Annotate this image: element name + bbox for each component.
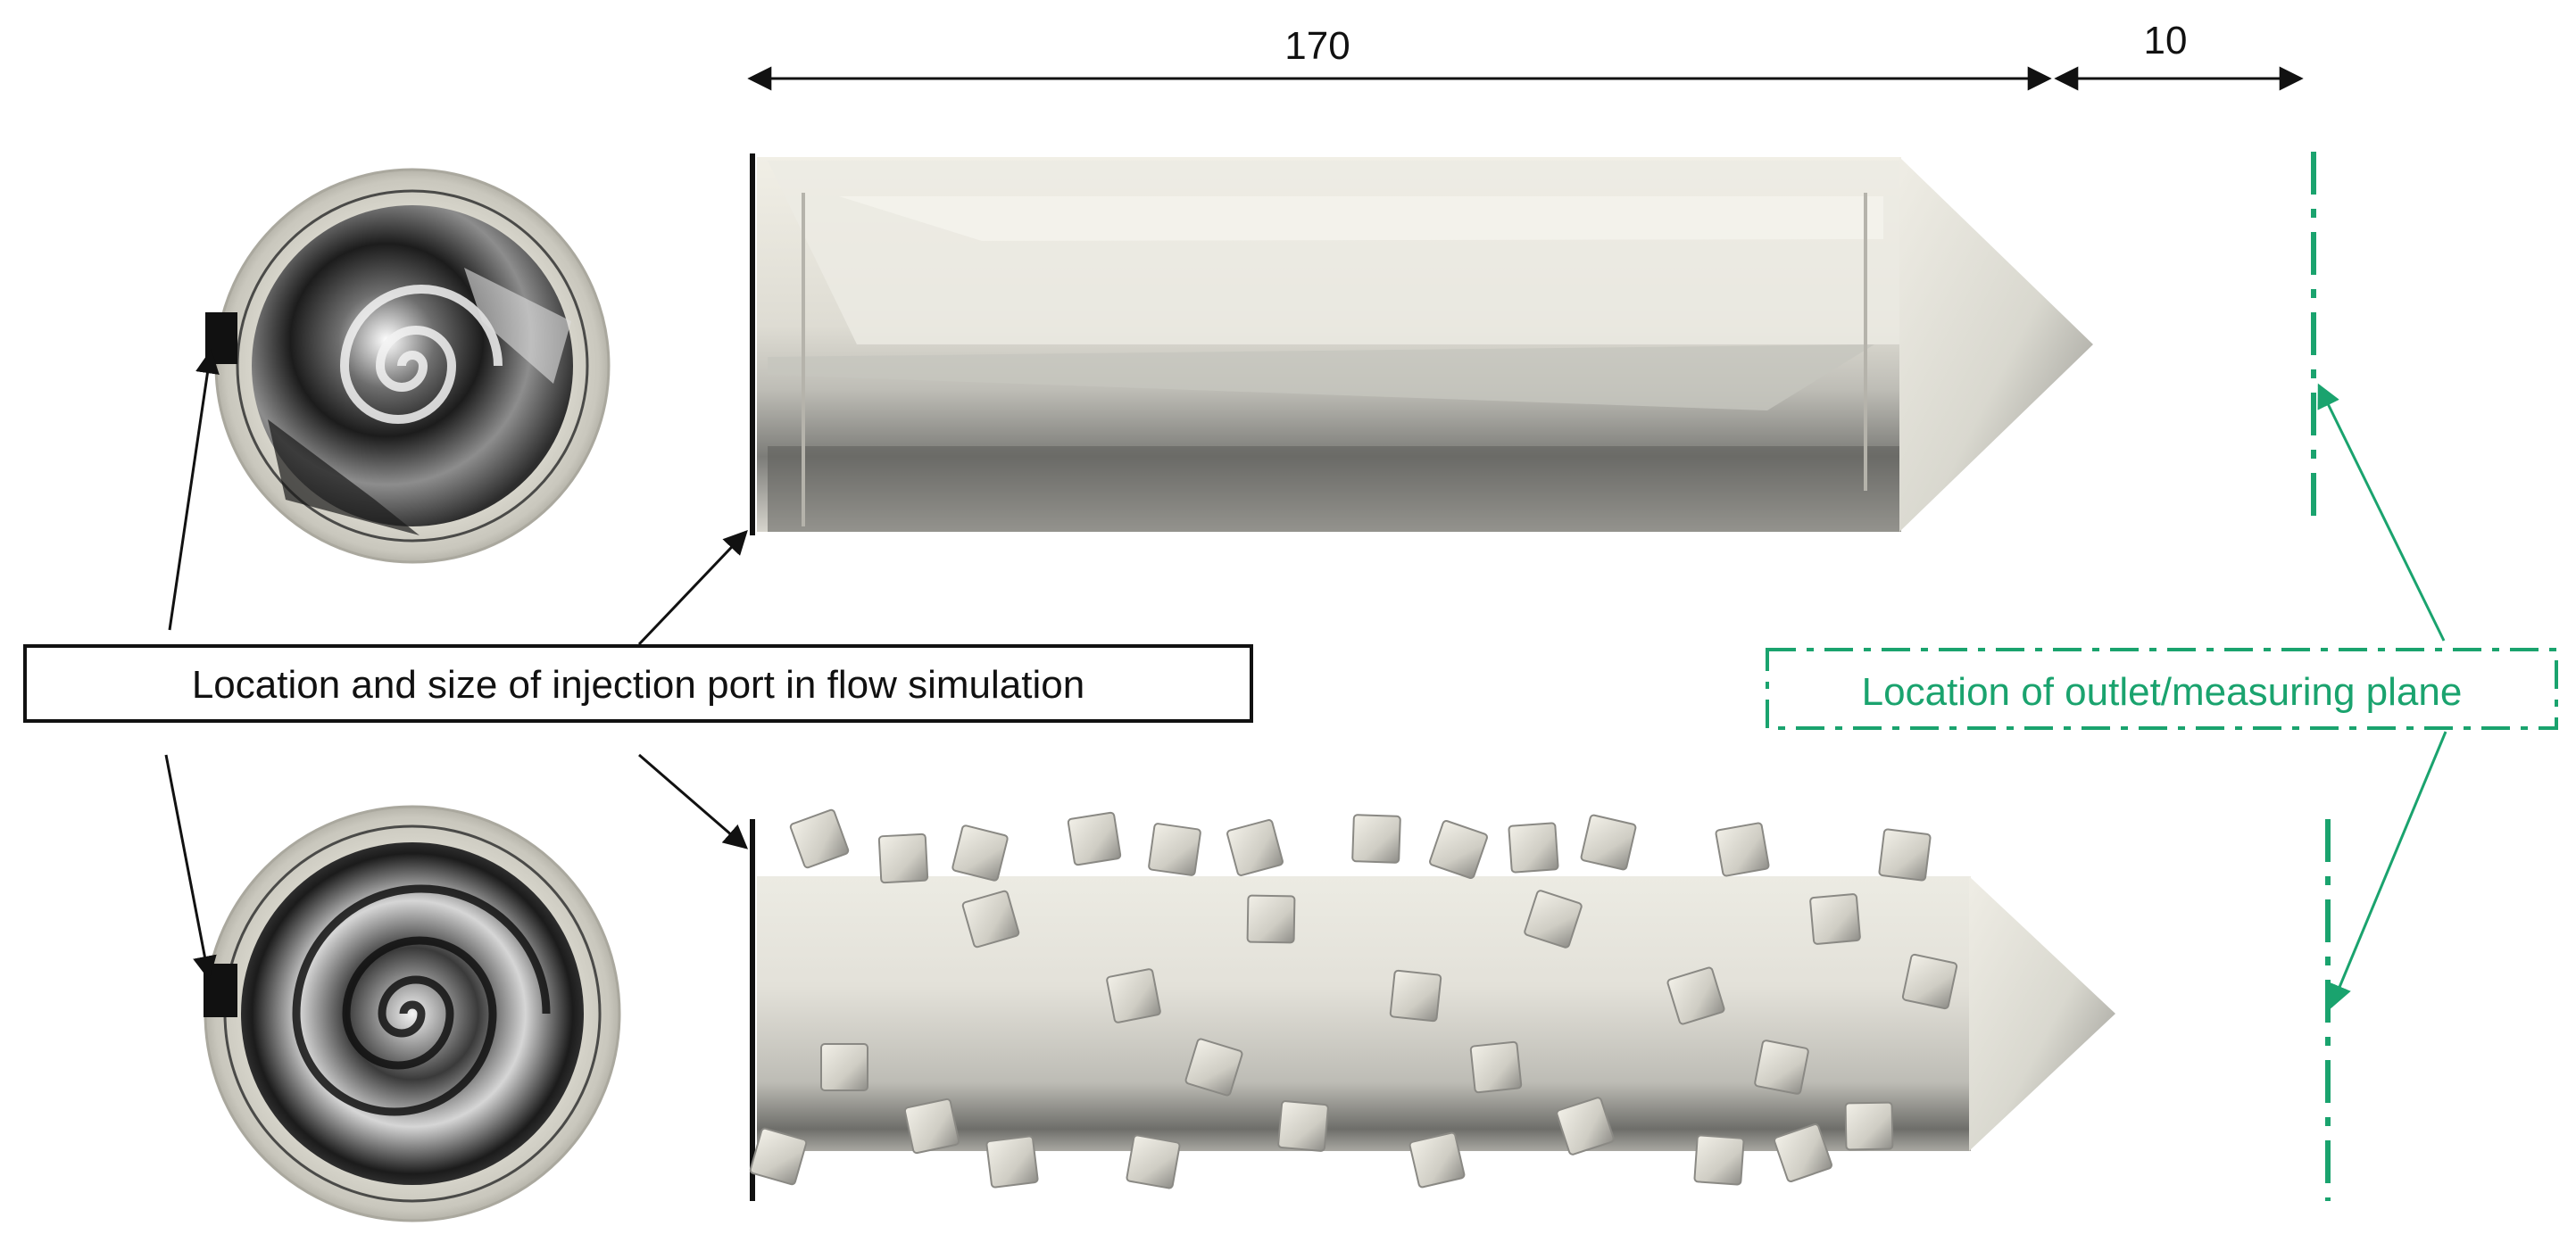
bottom-mixer-blocks — [749, 808, 2115, 1201]
mixing-block — [903, 1098, 960, 1155]
mixing-block — [1469, 1040, 1523, 1094]
mixing-block — [820, 1043, 868, 1091]
mixing-block — [1754, 1040, 1809, 1095]
outlet-label-box — [1766, 648, 2558, 730]
cross-section-top — [205, 168, 611, 564]
mixing-block — [1148, 823, 1201, 876]
cross-section-bottom — [204, 805, 621, 1222]
mixing-block — [1277, 1100, 1329, 1152]
mixing-block — [1774, 1123, 1832, 1182]
mixing-block — [1126, 1134, 1181, 1189]
mixing-block — [789, 808, 850, 869]
mixing-block — [1524, 890, 1583, 949]
mixing-block — [1715, 822, 1770, 877]
mixing-block — [1106, 968, 1161, 1023]
outlet-measuring-plane: Location of outlet/measuring plane — [1766, 152, 2558, 1201]
mixing-block — [1408, 1131, 1466, 1189]
mixing-block — [985, 1135, 1039, 1189]
mixing-block — [961, 890, 1020, 949]
bottom-mixer-body — [757, 876, 1971, 1151]
bottom-mixer-cone-tip — [1969, 876, 2115, 1151]
mixing-block — [1351, 814, 1401, 864]
mixing-block — [1809, 893, 1861, 945]
mixing-block — [1693, 1134, 1745, 1186]
mixing-block — [749, 1127, 808, 1186]
mixing-block — [1246, 894, 1296, 944]
mixing-block — [1184, 1038, 1243, 1097]
top-mixer-cone-tip — [1899, 157, 2093, 532]
injection-port-callout: Location and size of injection port in f… — [23, 349, 1253, 981]
dimension-170: 170 — [747, 24, 2052, 91]
dimension-10-label: 10 — [2144, 19, 2188, 62]
outlet-label: Location of outlet/measuring plane — [1862, 670, 2463, 714]
mixing-block — [1389, 969, 1442, 1023]
mixing-block — [1508, 822, 1559, 874]
dimension-170-label: 170 — [1284, 24, 1350, 68]
mixing-block — [1226, 819, 1284, 876]
mixing-block — [1666, 966, 1725, 1025]
mixing-block — [1067, 811, 1122, 866]
dimension-10: 10 — [2054, 19, 2304, 91]
top-mixer-helical — [750, 153, 2093, 535]
mixing-block — [951, 824, 1009, 882]
mixing-block — [1844, 1101, 1894, 1151]
mixing-block — [1580, 814, 1637, 871]
mixing-block — [1901, 953, 1958, 1010]
injection-port-label-box — [23, 644, 1253, 723]
mixing-block — [1556, 1097, 1615, 1156]
mixing-block — [1878, 828, 1932, 882]
mixing-block — [1429, 820, 1488, 879]
mixing-block — [877, 833, 929, 884]
injection-port-label: Location and size of injection port in f… — [192, 663, 1084, 707]
mixing-blocks — [749, 808, 1958, 1189]
